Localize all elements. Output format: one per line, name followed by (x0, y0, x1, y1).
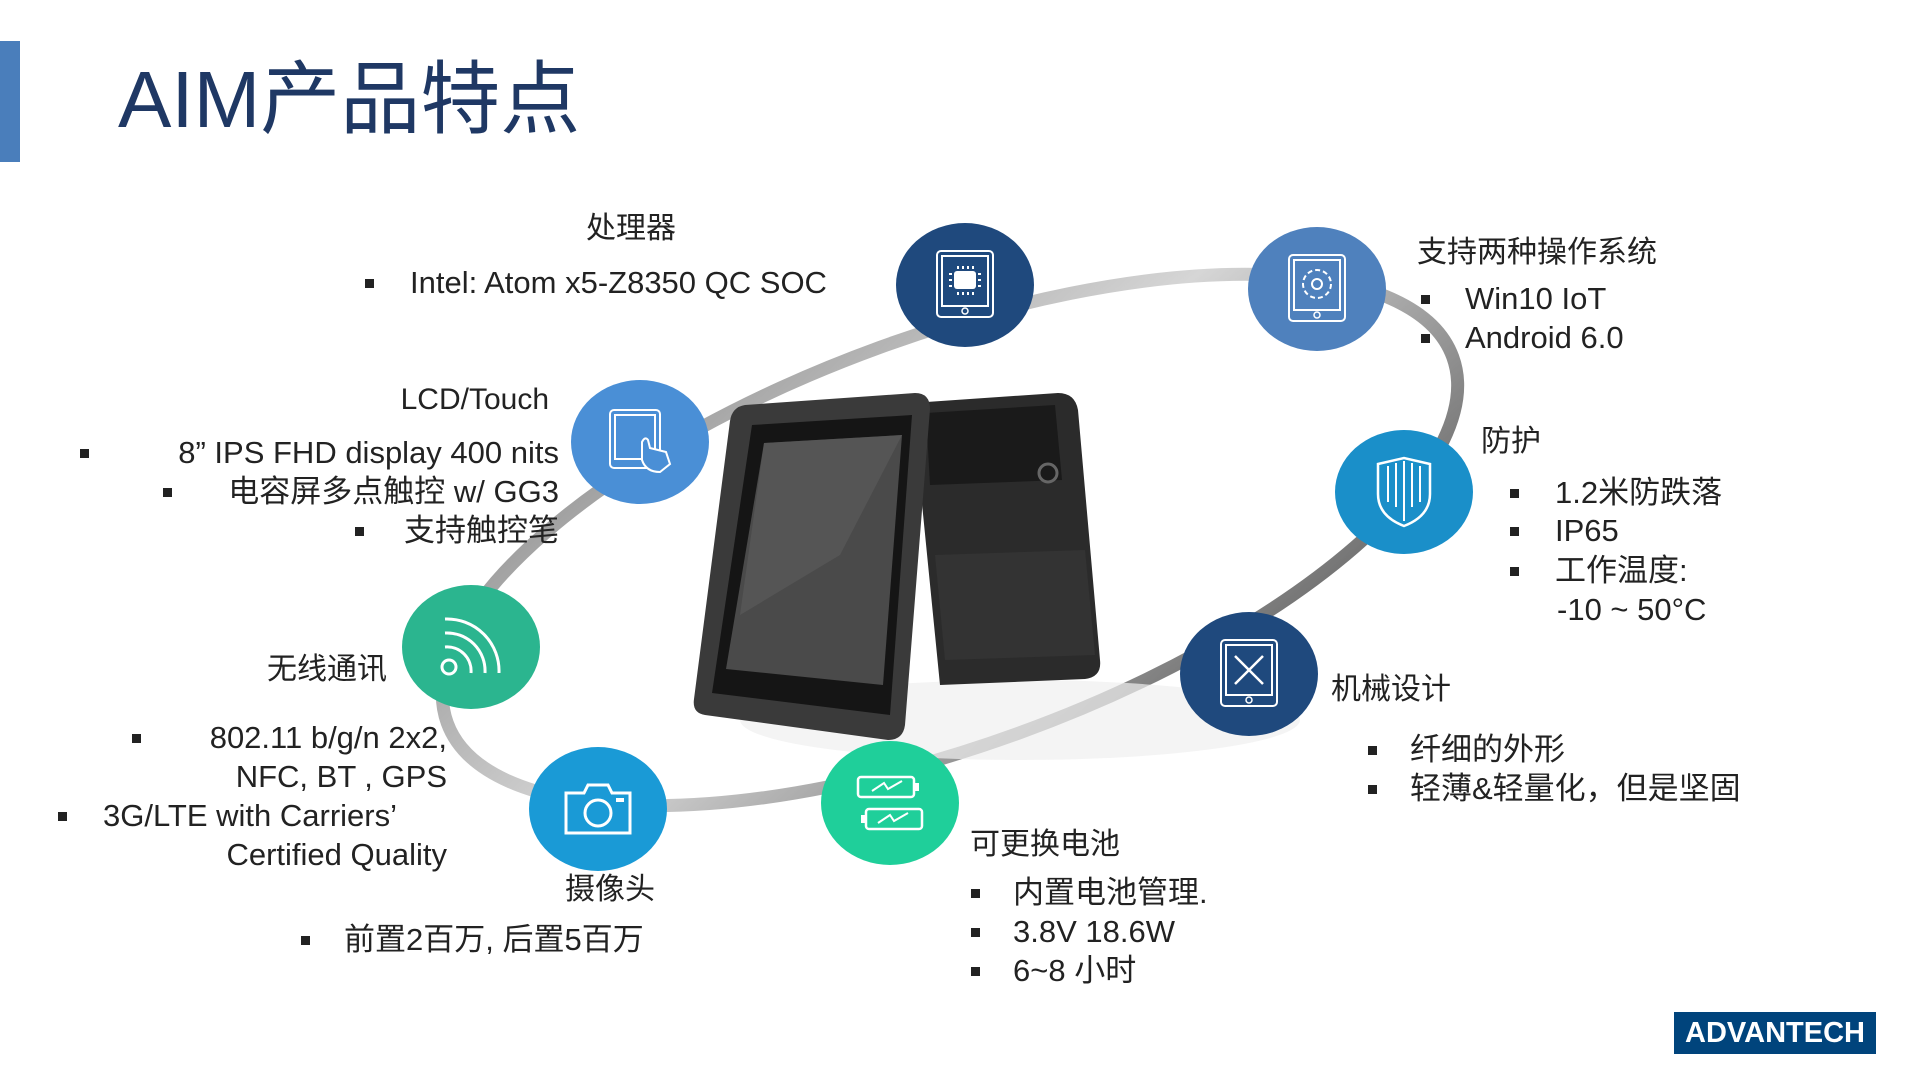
advantech-logo: ADVANTECH (1674, 1012, 1876, 1054)
bullet (80, 449, 89, 458)
bullet (1510, 527, 1519, 536)
bullet (1421, 295, 1430, 304)
bullet (1510, 567, 1519, 576)
protection-item: IP65 (1555, 513, 1619, 548)
wireless-item: 3G/LTE with Carriers’ (103, 798, 397, 833)
wifi-icon (440, 617, 501, 676)
processor-heading: 处理器 (586, 212, 676, 245)
lcd-item: 8” IPS FHD display 400 nits (178, 435, 559, 470)
bullet (58, 812, 67, 821)
processor-item: Intel: Atom x5-Z8350 QC SOC (410, 265, 827, 300)
camera-item: 前置2百万, 后置5百万 (344, 922, 644, 957)
wireless-heading: 无线通讯 (267, 653, 387, 686)
wireless-item: 802.11 b/g/n 2x2, (209, 720, 447, 755)
bullet (971, 889, 980, 898)
os-item: Win10 IoT (1465, 281, 1607, 316)
os-circle (1248, 227, 1386, 351)
mechanical-circle (1180, 612, 1318, 736)
protection-heading: 防护 (1481, 425, 1541, 458)
battery-heading: 可更换电池 (970, 828, 1120, 861)
tablet-image (693, 393, 1101, 740)
bullet (163, 488, 172, 497)
protection-circle (1335, 430, 1473, 554)
touch-tablet-icon (609, 409, 672, 474)
protection-item: 1.2米防跌落 (1555, 475, 1723, 510)
wireless-item-continued: NFC, BT , GPS (235, 759, 447, 794)
bullet (355, 527, 364, 536)
lcd-heading: LCD/Touch (400, 383, 549, 416)
battery-circle (821, 741, 959, 865)
camera-icon (564, 783, 632, 835)
bullet (1368, 785, 1377, 794)
processor-circle (896, 223, 1034, 347)
bullet (132, 734, 141, 743)
shield-icon (1376, 456, 1432, 528)
page-title: AIM产品特点 (118, 55, 581, 144)
mechanical-item: 纤细的外形 (1410, 732, 1565, 767)
lcd-item: 支持触控笔 (404, 513, 559, 548)
lcd-item: 电容屏多点触控 w/ GG3 (228, 474, 559, 509)
protection-temp-range: -10 ~ 50°C (1557, 592, 1707, 627)
cpu-tablet-icon (936, 250, 994, 318)
bullet (1368, 746, 1377, 755)
battery-item: 内置电池管理. (1013, 875, 1208, 910)
os-heading: 支持两种操作系统 (1417, 236, 1657, 269)
accent-bar (0, 41, 20, 162)
wireless-circle (402, 585, 540, 709)
gear-tablet-icon (1288, 254, 1346, 322)
battery-item: 3.8V 18.6W (1013, 914, 1175, 949)
battery-item: 6~8 小时 (1013, 953, 1137, 988)
camera-circle (529, 747, 667, 871)
wireless-item-continued: Certified Quality (226, 837, 447, 872)
bullet (1510, 489, 1519, 498)
lcd-circle (571, 380, 709, 504)
os-item: Android 6.0 (1465, 320, 1624, 355)
tools-tablet-icon (1220, 639, 1278, 707)
bullet (1421, 334, 1430, 343)
bullet (365, 279, 374, 288)
mechanical-heading: 机械设计 (1331, 673, 1451, 706)
protection-item: 工作温度: (1555, 553, 1688, 588)
mechanical-item: 轻薄&轻量化，但是坚固 (1410, 771, 1741, 806)
battery-icon (856, 775, 924, 831)
bullet (301, 936, 310, 945)
bullet (971, 967, 980, 976)
bullet (971, 928, 980, 937)
camera-heading: 摄像头 (565, 873, 655, 906)
